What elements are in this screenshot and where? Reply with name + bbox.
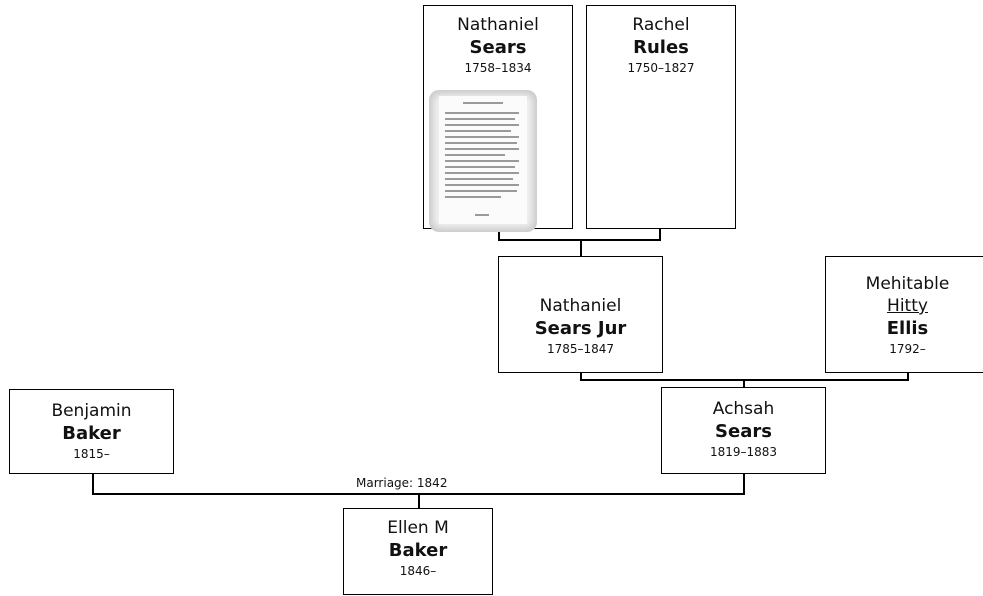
connector-line — [92, 473, 94, 494]
connector-line — [743, 379, 745, 387]
person-card-rachel-rules[interactable]: Rachel Rules 1750–1827 — [586, 5, 736, 229]
connector-line — [580, 372, 582, 380]
given-name: Rachel — [632, 15, 690, 35]
connector-line — [498, 228, 500, 240]
surname: Ellis — [886, 318, 929, 339]
connector-line — [743, 473, 745, 494]
surname: Baker — [388, 540, 448, 561]
nickname: Hitty — [887, 296, 928, 316]
connector-line — [580, 379, 909, 381]
person-card-nathaniel-sears-jur[interactable]: Nathaniel Sears Jur 1785–1847 — [498, 256, 663, 373]
surname: Baker — [62, 423, 121, 444]
given-name: Nathaniel — [539, 296, 622, 316]
surname: Sears — [715, 421, 772, 442]
given-name: Benjamin — [51, 401, 132, 421]
connector-line — [498, 239, 661, 241]
connector-line — [659, 228, 661, 240]
person-card-ellen-baker[interactable]: Ellen M Baker 1846– — [343, 508, 493, 595]
surname: Rules — [633, 37, 689, 58]
surname: Sears Jur — [534, 318, 627, 339]
person-card-benjamin-baker[interactable]: Benjamin Baker 1815– — [9, 389, 174, 474]
life-years: 1792– — [889, 342, 926, 356]
life-years: 1819–1883 — [709, 445, 778, 459]
person-card-nathaniel-sears[interactable]: Nathaniel Sears 1758–1834 — [423, 5, 573, 232]
life-years: 1758–1834 — [464, 61, 532, 75]
life-years: 1846– — [399, 564, 437, 578]
document-page — [439, 96, 527, 224]
person-card-mehitable-ellis[interactable]: Mehitable Hitty Ellis 1792– — [825, 256, 983, 373]
life-years: 1785–1847 — [546, 342, 615, 356]
marriage-label: Marriage: 1842 — [353, 476, 451, 490]
document-thumbnail[interactable] — [429, 90, 537, 232]
person-card-achsah-sears[interactable]: Achsah Sears 1819–1883 — [661, 387, 826, 474]
life-years: 1750–1827 — [627, 61, 695, 75]
connector-line — [907, 372, 909, 380]
given-name: Ellen M — [387, 518, 449, 538]
surname: Sears — [469, 37, 527, 58]
connector-line — [580, 239, 582, 257]
given-name: Achsah — [712, 399, 775, 419]
connector-line — [418, 493, 420, 509]
life-years: 1815– — [73, 447, 110, 461]
given-name: Mehitable — [865, 274, 950, 294]
given-name: Nathaniel — [457, 15, 539, 35]
